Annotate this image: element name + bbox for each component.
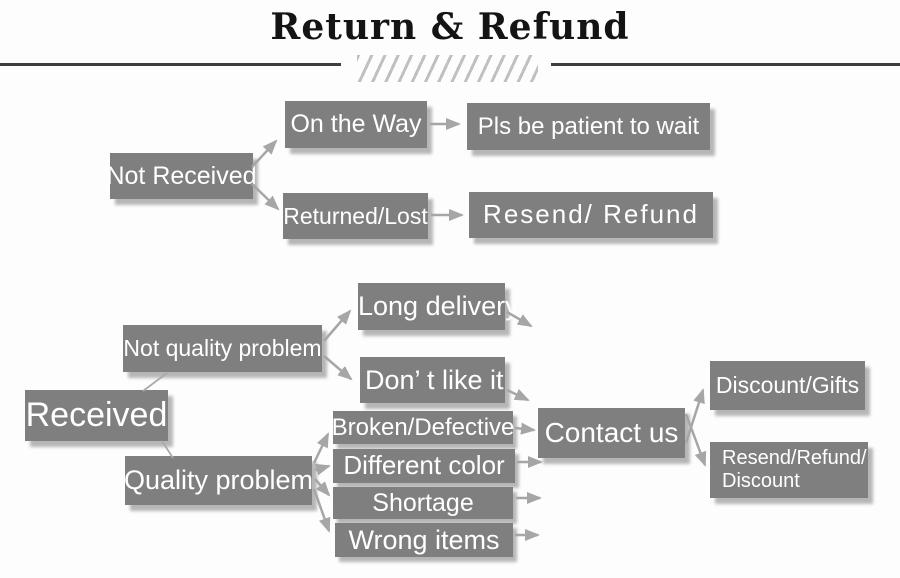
arrow-contact-us-to-resend-refund-discount: [684, 413, 707, 467]
arrow-quality-to-shortage: [314, 478, 331, 497]
node-resend-refund-discount: Resend/Refund/ Discount: [710, 442, 868, 498]
title-divider-left: [0, 63, 341, 66]
arrow-quality-to-broken-defective: [312, 432, 330, 464]
node-shortage: Shortage: [333, 487, 513, 519]
node-not-quality-problem: Not quality problem: [123, 325, 322, 372]
node-long-delivery: Long delivery: [358, 283, 519, 330]
arrow-dont-like-it-to-contact-us: [506, 388, 530, 402]
node-resend-refund: Resend/ Refund: [469, 192, 713, 238]
node-returned-lost: Returned/Lost: [283, 193, 428, 239]
line-received-to-not-quality: [142, 372, 168, 392]
node-contact-us: Contact us: [538, 408, 685, 458]
node-quality-problem: Quality problem: [124, 456, 313, 505]
hatch-decoration: [357, 55, 538, 82]
arrow-contact-us-to-discount-gifts: [684, 388, 705, 444]
node-dont-like-it: Don’ t like it: [360, 357, 505, 403]
page-title: Return & Refund: [270, 6, 630, 48]
node-broken-defective: Broken/Defective: [332, 411, 514, 444]
arrow-quality-to-wrong-items: [312, 488, 331, 533]
arrow-not-quality-to-dont-like-it: [323, 355, 353, 381]
node-wrong-items: Wrong items: [335, 523, 513, 557]
node-received: Received: [25, 390, 168, 441]
node-on-the-way: On the Way: [285, 101, 427, 148]
node-not-received: Not Received: [106, 153, 257, 199]
title-divider-right: [551, 63, 900, 66]
arrow-quality-to-different-color: [314, 463, 331, 476]
node-pls-be-patient: Pls be patient to wait: [467, 103, 710, 150]
arrow-broken-defective-to-contact-us: [514, 422, 536, 435]
node-discount-gifts: Discount/Gifts: [710, 361, 865, 410]
node-different-color: Different color: [333, 449, 515, 483]
arrow-not-quality-to-long-delivery: [323, 309, 352, 342]
